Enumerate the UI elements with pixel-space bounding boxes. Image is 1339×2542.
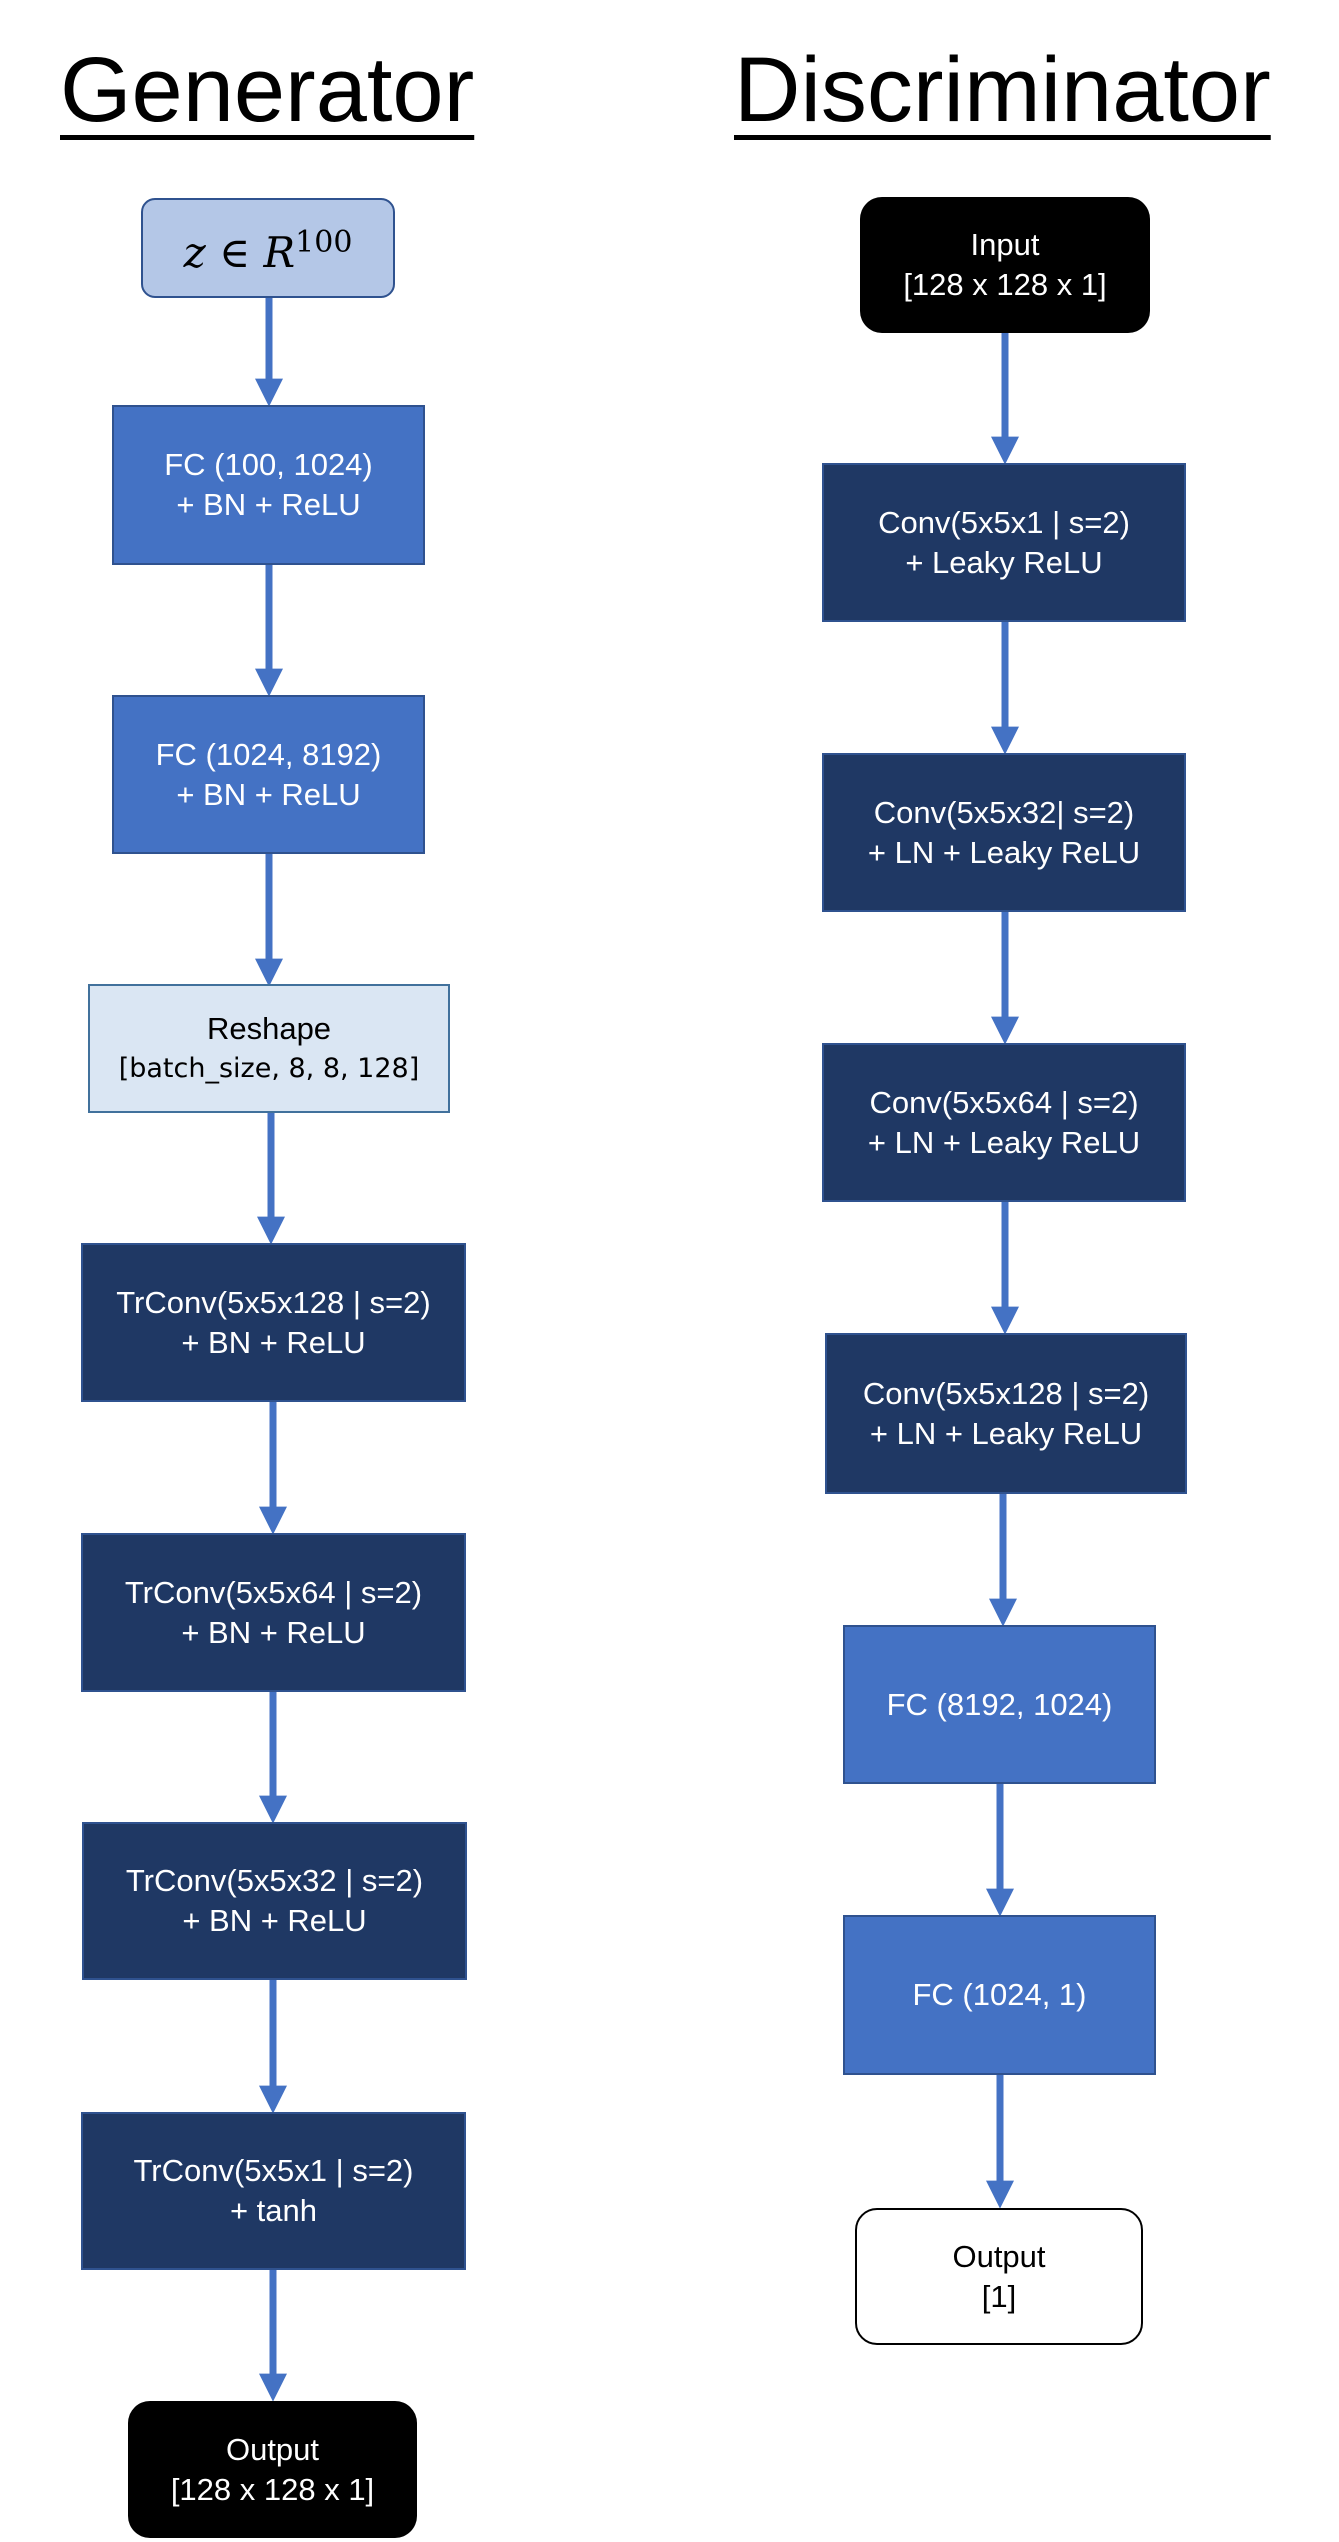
disc-fc1-node: FC (8192, 1024) [843,1625,1156,1784]
gen-reshape-node: Reshape [batch_size, 8, 8, 128] [88,984,450,1113]
gen-trconv1-node: TrConv(5x5x128 | s=2) + BN + ReLU [81,1243,466,1402]
gen-fc2-node: FC (1024, 8192) + BN + ReLU [112,695,425,854]
gen-trconv3-node: TrConv(5x5x32 | s=2) + BN + ReLU [82,1822,467,1980]
disc-output-node: Output [1] [855,2208,1143,2345]
gen-fc1-node: FC (100, 1024) + BN + ReLU [112,405,425,565]
disc-fc2-node: FC (1024, 1) [843,1915,1156,2075]
gen-trconv2-node: TrConv(5x5x64 | s=2) + BN + ReLU [81,1533,466,1692]
disc-conv2-node: Conv(5x5x32| s=2) + LN + Leaky ReLU [822,753,1186,912]
gen-output-node: Output [128 x 128 x 1] [128,2401,417,2538]
disc-input-node: Input [128 x 128 x 1] [860,197,1150,333]
latent-vector-node: z ∈ R100 [141,198,395,298]
discriminator-title: Discriminator [734,39,1271,141]
generator-title: Generator [60,39,475,141]
gen-trconv4-node: TrConv(5x5x1 | s=2) + tanh [81,2112,466,2270]
disc-conv1-node: Conv(5x5x1 | s=2) + Leaky ReLU [822,463,1186,622]
disc-conv4-node: Conv(5x5x128 | s=2) + LN + Leaky ReLU [825,1333,1187,1494]
latent-formula: z ∈ R100 [183,225,353,277]
disc-conv3-node: Conv(5x5x64 | s=2) + LN + Leaky ReLU [822,1043,1186,1202]
